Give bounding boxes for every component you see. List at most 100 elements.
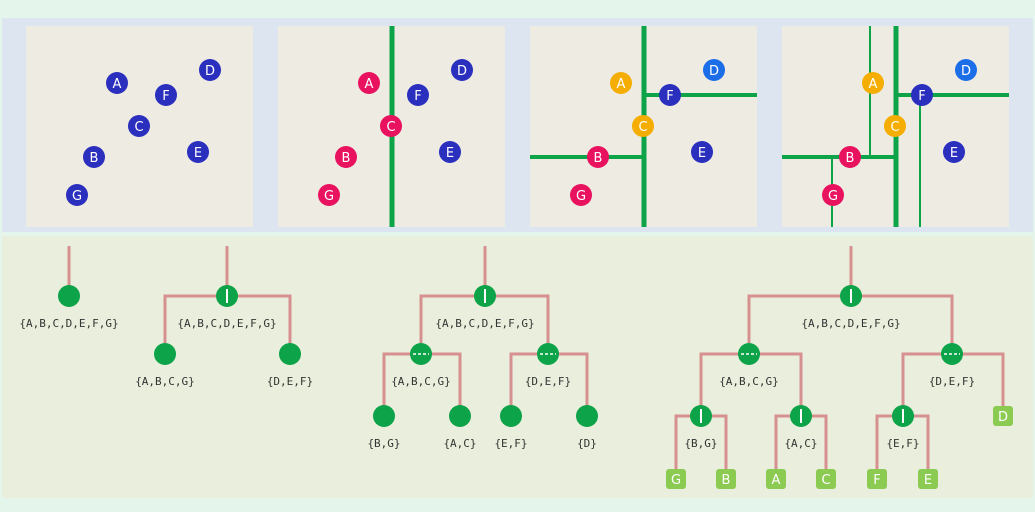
point-marker [83,146,105,168]
point-a: A [358,72,380,94]
leaf-box [816,469,836,489]
point-marker [407,84,429,106]
point-label: E [194,146,202,161]
point-label: F [162,89,169,104]
tree-node [58,285,80,307]
point-marker [587,146,609,168]
point-g: G [822,184,844,206]
point-f: F [407,84,429,106]
set-label: {A,B,C,G} [135,375,195,388]
tree-node [154,343,176,365]
point-label: C [890,120,899,135]
leaf-a: A [766,469,786,489]
tree-node [790,405,812,427]
set-label: {D,E,F} [929,375,975,388]
point-f: F [911,84,933,106]
point-d: D [955,59,977,81]
tree-node-circle [576,405,598,427]
set-label: {A,C} [784,437,817,450]
tree-node [449,405,471,427]
leaf-box [766,469,786,489]
point-marker [106,72,128,94]
leaf-label: D [998,410,1008,425]
point-marker [839,146,861,168]
point-marker [955,59,977,81]
tree-node [410,343,432,365]
point-d: D [199,59,221,81]
point-d: D [703,59,725,81]
tree-node [576,405,598,427]
tree-node [537,343,559,365]
point-label: F [918,89,925,104]
point-marker [128,115,150,137]
point-c: C [128,115,150,137]
point-e: E [943,141,965,163]
point-c: C [632,115,654,137]
set-label: {A,B,C,D,E,F,G} [177,317,276,330]
point-label: D [709,64,719,79]
set-label: {A,B,C,D,E,F,G} [435,317,534,330]
set-label: {D,E,F} [525,375,571,388]
leaf-label: F [873,473,880,488]
set-label: {A,B,C,D,E,F,G} [801,317,900,330]
tree-node-circle [373,405,395,427]
set-label: {D,E,F} [267,375,313,388]
point-b: B [587,146,609,168]
leaf-e: E [918,469,938,489]
tree-node [840,285,862,307]
point-label: F [414,89,421,104]
point-a: A [862,72,884,94]
set-label: {A,B,C,G} [719,375,779,388]
point-label: B [342,151,351,166]
point-label: G [72,189,82,204]
tree-node [373,405,395,427]
point-label: E [950,146,958,161]
point-marker [822,184,844,206]
tree-node [738,343,760,365]
point-label: G [828,189,838,204]
point-marker [691,141,713,163]
set-label: {E,F} [494,437,527,450]
point-b: B [83,146,105,168]
leaf-box [918,469,938,489]
point-label: F [666,89,673,104]
point-label: D [961,64,971,79]
point-label: C [386,120,395,135]
set-label: {A,C} [443,437,476,450]
set-label: {E,F} [886,437,919,450]
point-g: G [318,184,340,206]
point-marker [632,115,654,137]
leaf-box [993,406,1013,426]
tree-node-circle [279,343,301,365]
point-marker [66,184,88,206]
point-marker [155,84,177,106]
point-label: D [205,64,215,79]
point-marker [199,59,221,81]
leaf-label: A [772,473,781,488]
point-d: D [451,59,473,81]
point-b: B [335,146,357,168]
point-c: C [380,115,402,137]
point-label: G [576,189,586,204]
tree-node-circle [58,285,80,307]
tree-node [474,285,496,307]
leaf-label: C [821,473,830,488]
point-e: E [439,141,461,163]
point-marker [659,84,681,106]
point-marker [380,115,402,137]
leaf-g: G [666,469,686,489]
point-marker [862,72,884,94]
leaf-label: E [924,473,932,488]
point-e: E [691,141,713,163]
tree-node [892,405,914,427]
leaf-d: D [993,406,1013,426]
tree-node [690,405,712,427]
point-label: C [638,120,647,135]
point-marker [335,146,357,168]
point-label: E [698,146,706,161]
point-c: C [884,115,906,137]
point-label: D [457,64,467,79]
point-marker [884,115,906,137]
tree-node [216,285,238,307]
